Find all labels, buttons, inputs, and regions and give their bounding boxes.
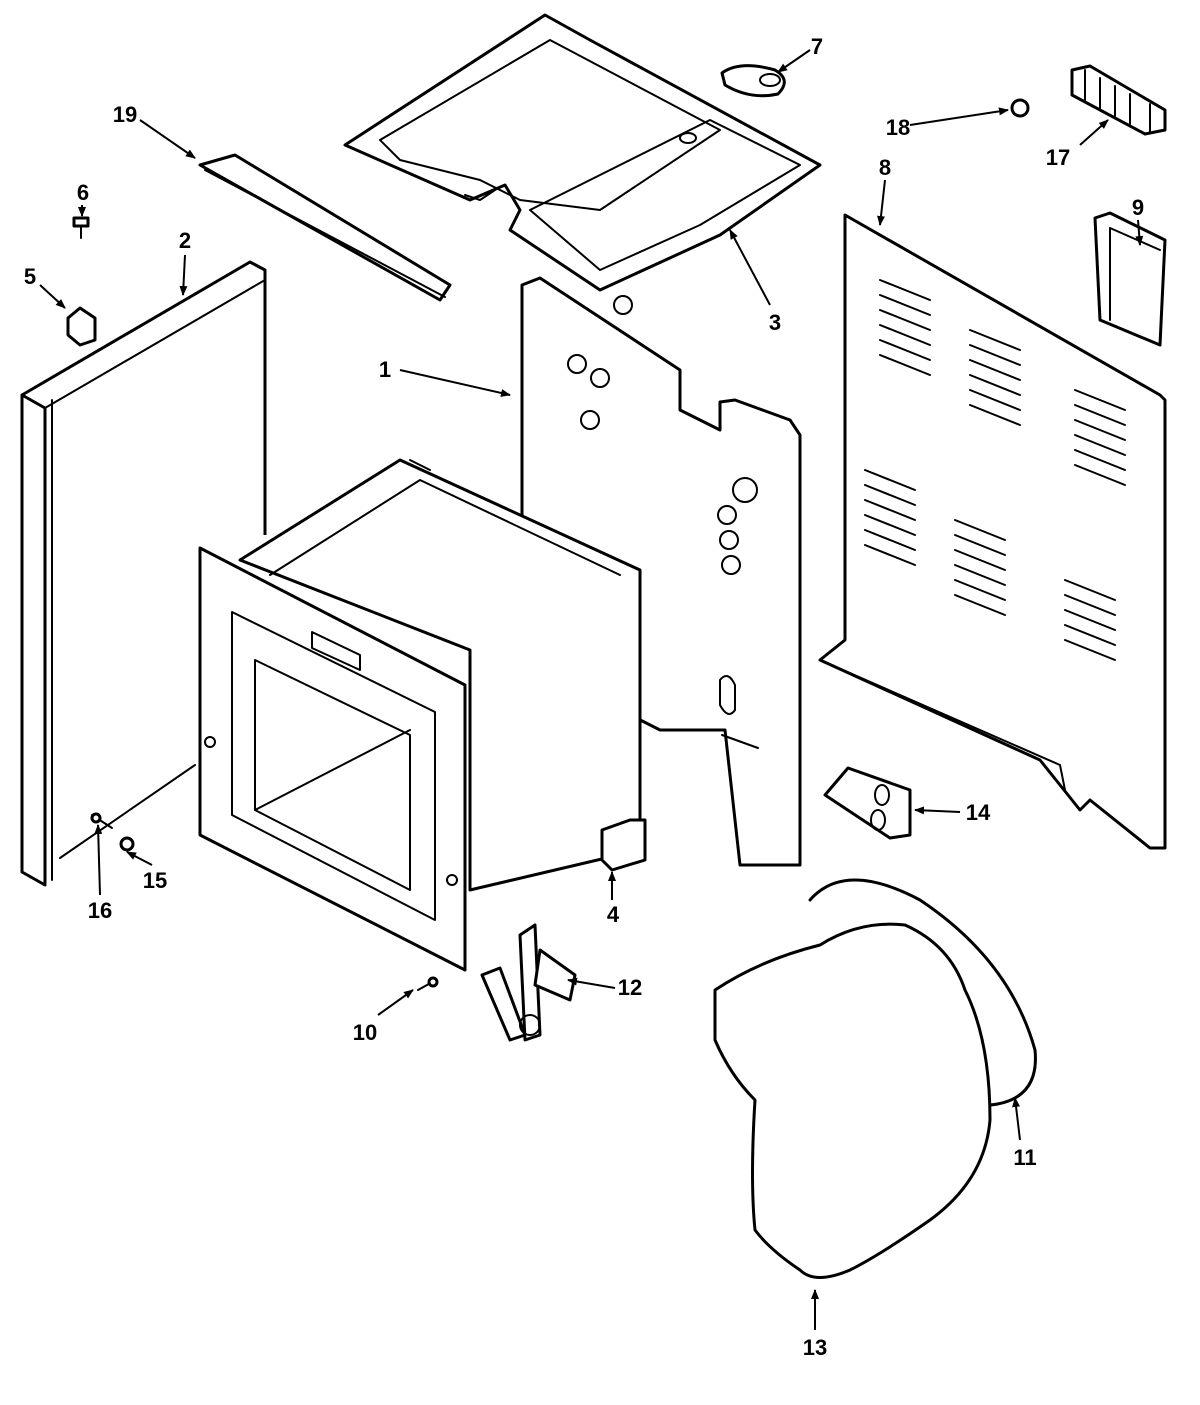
label-part-2: 2 (179, 228, 191, 253)
terminal-block-part (1070, 64, 1167, 136)
label-part-14: 14 (966, 800, 991, 825)
side-panel-part (520, 276, 802, 867)
top-panel-part (343, 13, 822, 292)
bracket-part-4 (600, 818, 647, 872)
label-part-8: 8 (879, 155, 891, 180)
screw-part-6 (72, 216, 90, 239)
label-part-11: 11 (1013, 1145, 1036, 1170)
screw-part-16 (90, 812, 113, 829)
insulation-part (713, 922, 992, 1279)
label-part-15: 15 (143, 868, 167, 893)
screw-part-15 (119, 836, 135, 852)
label-part-10: 10 (353, 1020, 377, 1045)
cap-part (720, 64, 786, 98)
label-part-6: 6 (77, 180, 89, 205)
screw-part-10 (417, 976, 439, 991)
label-part-12: 12 (618, 975, 642, 1000)
label-part-17: 17 (1046, 145, 1070, 170)
hinge-part (480, 923, 577, 1042)
label-part-19: 19 (113, 102, 137, 127)
side-frame-part (20, 260, 267, 887)
bracket-part-14 (823, 766, 912, 840)
back-panel-part (818, 213, 1167, 850)
vent-slots (864, 279, 1126, 661)
label-part-7: 7 (811, 34, 823, 59)
bracket-part-9 (1093, 211, 1167, 347)
top-rail-part (198, 153, 452, 302)
label-part-5: 5 (24, 264, 36, 289)
label-part-4: 4 (607, 902, 620, 927)
label-part-16: 16 (88, 898, 112, 923)
label-part-9: 9 (1132, 195, 1144, 220)
plug-part (1010, 98, 1030, 118)
gasket-part (808, 878, 1037, 1107)
part-number-labels: 1 2 3 4 5 6 7 8 9 10 11 12 13 14 15 16 1… (24, 34, 1144, 1360)
label-part-1: 1 (379, 357, 391, 382)
label-part-13: 13 (803, 1335, 827, 1360)
label-part-18: 18 (886, 115, 910, 140)
front-frame-part (198, 546, 467, 972)
clip-part (66, 306, 97, 347)
leader-lines (39, 49, 1144, 1330)
label-part-3: 3 (769, 310, 781, 335)
